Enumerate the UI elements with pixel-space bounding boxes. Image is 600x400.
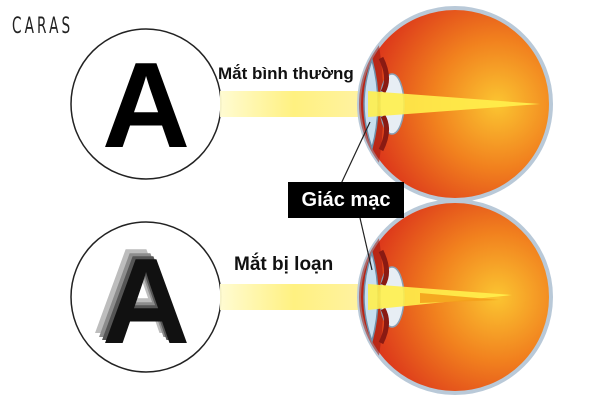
letter-a-main: A: [102, 233, 190, 369]
pointer-line-top: [339, 121, 371, 187]
light-beam-normal: [220, 91, 368, 117]
label-astigmatism-eye: Mắt bị loạn: [234, 254, 334, 275]
cornea-label-badge: Giác mạc: [288, 182, 404, 218]
focus-rays-astigmatism-split: [420, 293, 500, 303]
letter-a-blurred-icon: A A A A: [92, 223, 190, 369]
focus-rays-normal: [368, 91, 540, 117]
pointer-line-bottom: [359, 217, 373, 271]
letter-a-ghost-3: A: [92, 223, 180, 359]
letter-a-ghost-2: A: [96, 227, 184, 363]
brand-logo: CARAS: [12, 14, 74, 39]
label-normal-eye: Mắt bình thường: [218, 64, 354, 83]
letter-a-ghost-1: A: [99, 230, 187, 366]
letter-a-sharp-icon: A: [102, 37, 190, 173]
light-beam-astigmatism: [220, 284, 368, 310]
